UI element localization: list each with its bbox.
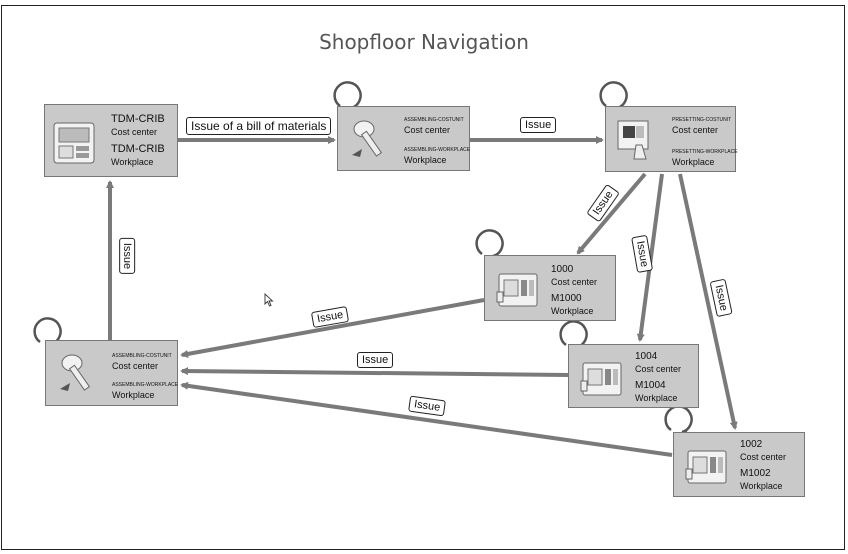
self-loop-assembling-left <box>33 317 62 346</box>
workplace-value: ASSEMBLING-WORKPLACE <box>112 382 179 388</box>
edge-presetting-to-1004 <box>636 173 664 342</box>
workplace-value: TDM-CRIB <box>111 143 165 155</box>
node-assembling-top[interactable]: ASSEMBLING-COSTUNIT Cost center ASSEMBLI… <box>337 106 470 171</box>
edge-label-1004-to-assembling: Issue <box>357 352 394 368</box>
cost-center-value: TDM-CRIB <box>111 113 165 125</box>
cost-center-value: 1000 <box>551 264 574 275</box>
cost-center-label: Cost center <box>551 277 598 287</box>
workplace-value: PRESETTING-WORKPLACE <box>672 149 738 155</box>
self-loop-assembling-top <box>333 81 362 110</box>
edge-1002-to-assembling <box>180 381 673 457</box>
cost-center-label: Cost center <box>112 361 159 371</box>
node-tdm-crib[interactable]: TDM-CRIB Cost center TDM-CRIB Workplace <box>44 104 178 177</box>
cnc-machine-icon <box>496 273 538 307</box>
cost-center-value: 1004 <box>635 351 658 362</box>
self-loop-presetting <box>599 81 628 110</box>
cost-center-value: ASSEMBLING-COSTUNIT <box>404 117 464 123</box>
cost-center-label: Cost center <box>635 364 682 374</box>
cost-center-value: 1002 <box>740 439 763 450</box>
cost-center-value: ASSEMBLING-COSTUNIT <box>112 353 172 359</box>
workplace-label: Workplace <box>112 390 155 400</box>
node-presetting[interactable]: PRESETTING-COSTUNIT Cost center PRESETTI… <box>605 106 738 172</box>
tool-holder-icon <box>60 354 91 391</box>
cost-center-label: Cost center <box>404 125 451 135</box>
workplace-value: M1004 <box>635 380 666 391</box>
workplace-label: Workplace <box>111 157 154 167</box>
cost-center-label: Cost center <box>111 127 158 137</box>
edge-label-bom: Issue of a bill of materials <box>186 117 332 135</box>
cost-center-label: Cost center <box>740 452 787 462</box>
node-1000[interactable]: 1000 Cost center M1000 Workplace <box>484 255 616 321</box>
mouse-cursor-icon <box>264 293 274 307</box>
workplace-label: Workplace <box>551 306 594 316</box>
workplace-label: Workplace <box>740 481 783 491</box>
workplace-label: Workplace <box>635 393 678 403</box>
workplace-value: ASSEMBLING-WORKPLACE <box>404 147 471 153</box>
edge-presetting-to-1002 <box>678 173 738 430</box>
self-loop-1000 <box>475 229 504 258</box>
edge-1000-to-assembling <box>180 298 485 358</box>
self-loop-1004 <box>559 320 588 349</box>
workplace-value: M1002 <box>740 468 771 479</box>
cnc-machine-icon <box>685 450 727 484</box>
edge-label-assembling-to-crib: Issue <box>119 237 136 275</box>
page-title: Shopfloor Navigation <box>319 30 529 54</box>
workplace-label: Workplace <box>672 157 715 167</box>
edge-presetting-to-1000 <box>576 172 647 255</box>
tool-holder-icon <box>352 120 383 157</box>
node-assembling-left[interactable]: ASSEMBLING-COSTUNIT Cost center ASSEMBLI… <box>45 340 178 406</box>
presetter-icon <box>617 120 649 160</box>
workplace-value: M1000 <box>551 293 582 304</box>
tool-cabinet-icon <box>53 122 95 164</box>
self-loop-1002 <box>664 405 693 434</box>
edge-1004-to-assembling <box>180 367 569 377</box>
cost-center-label: Cost center <box>672 125 719 135</box>
node-1004[interactable]: 1004 Cost center M1004 Workplace <box>568 344 699 408</box>
workplace-label: Workplace <box>404 155 447 165</box>
cost-center-value: PRESETTING-COSTUNIT <box>672 117 732 123</box>
node-1002[interactable]: 1002 Cost center M1002 Workplace <box>673 432 805 497</box>
edge-label-assembling-to-presetting: Issue <box>520 117 557 133</box>
cnc-machine-icon <box>580 362 622 396</box>
